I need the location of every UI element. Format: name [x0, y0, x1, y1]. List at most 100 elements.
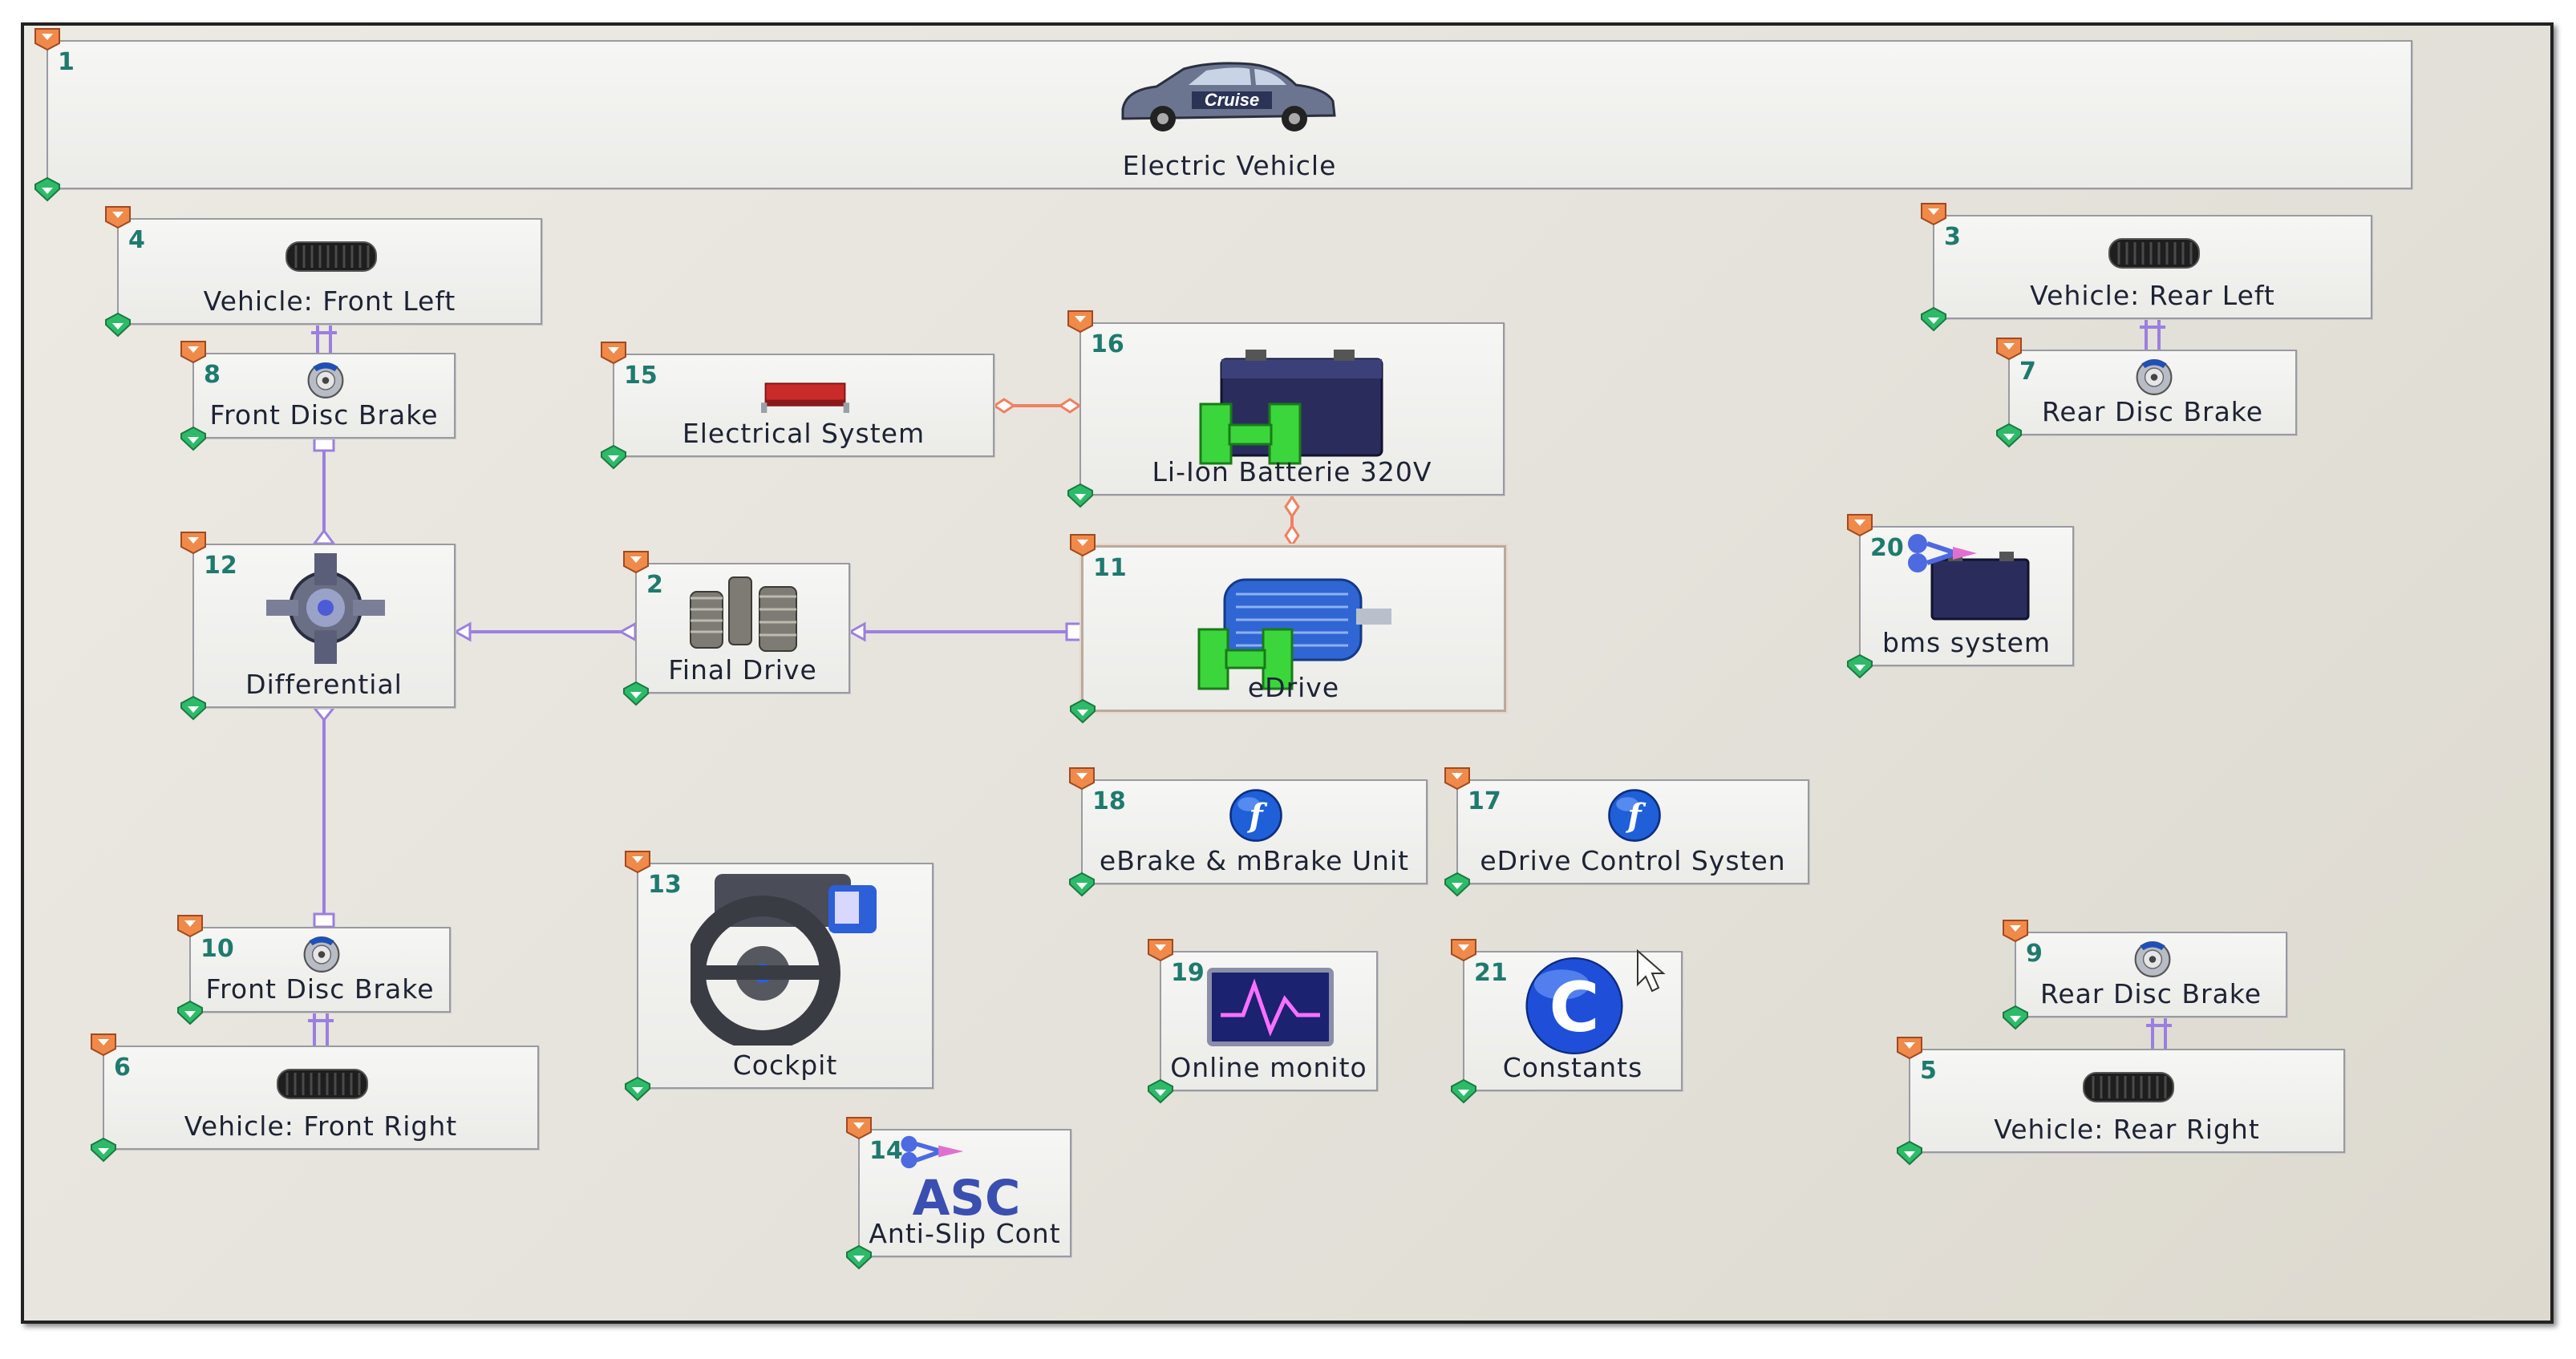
block-number: 1 — [58, 48, 75, 76]
output-port-icon[interactable] — [1846, 653, 1873, 679]
connection-port[interactable] — [847, 621, 866, 642]
asc-icon: ASC — [886, 1134, 1047, 1227]
output-port-icon[interactable] — [1444, 872, 1471, 897]
block-constants[interactable]: 21 C Constants — [1451, 939, 1683, 1104]
input-port-icon[interactable] — [1068, 766, 1096, 791]
input-port-icon[interactable] — [1067, 309, 1094, 334]
block-vehicle-front-right[interactable]: 6 Vehicle: Front Right — [91, 1033, 539, 1163]
connection-port[interactable] — [992, 398, 1016, 414]
input-port-icon[interactable] — [1846, 513, 1873, 537]
block-front-disc-brake[interactable]: 8 Front Disc Brake — [180, 341, 456, 451]
block-edrive-control-systen[interactable]: 17 f eDrive Control Systen — [1444, 767, 1809, 897]
input-port-icon[interactable] — [1069, 533, 1096, 557]
block-number: 6 — [114, 1054, 131, 1082]
block-number: 2 — [646, 571, 663, 599]
input-port-icon[interactable] — [2002, 919, 2029, 943]
block-label: Vehicle: Front Left — [203, 285, 456, 317]
block-electrical-system[interactable]: 15 Electrical System — [601, 342, 994, 470]
connection-port[interactable] — [311, 706, 337, 722]
tire-icon — [283, 237, 379, 276]
gears-icon — [684, 572, 804, 656]
input-port-icon[interactable] — [90, 1033, 117, 1057]
block-label: Electrical System — [682, 418, 925, 449]
input-port-icon[interactable] — [1896, 1036, 1923, 1060]
output-port-icon[interactable] — [600, 444, 627, 470]
input-port-icon[interactable] — [1995, 337, 2023, 361]
input-port-icon[interactable] — [622, 550, 650, 574]
block-rear-disc-brake[interactable]: 7 Rear Disc Brake — [1996, 338, 2297, 448]
tire-icon — [274, 1065, 371, 1103]
output-port-icon[interactable] — [176, 1000, 204, 1025]
battery-icon — [1197, 348, 1390, 468]
block-front-disc-brake[interactable]: 10 Front Disc Brake — [177, 915, 451, 1025]
block-label: Final Drive — [668, 654, 817, 686]
input-port-icon[interactable] — [180, 531, 207, 555]
block-number: 13 — [648, 871, 682, 899]
block-anti-slip-cont[interactable]: 14 ASC Anti-Slip Cont — [846, 1117, 1071, 1270]
block-number: 14 — [869, 1137, 903, 1165]
block-ebrake-mbrake-unit[interactable]: 18 f eBrake & mBrake Unit — [1069, 767, 1428, 897]
block-rear-disc-brake[interactable]: 9 Rear Disc Brake — [2003, 920, 2287, 1030]
connection-port[interactable] — [1284, 495, 1300, 519]
input-port-icon[interactable] — [624, 850, 651, 874]
output-port-icon[interactable] — [90, 1137, 117, 1163]
input-port-icon[interactable] — [34, 27, 61, 51]
function-icon: f — [1228, 787, 1284, 843]
input-port-icon[interactable] — [180, 340, 207, 364]
output-port-icon[interactable] — [180, 695, 207, 721]
output-port-icon[interactable] — [1450, 1078, 1477, 1104]
block-vehicle-rear-left[interactable]: 3 Vehicle: Rear Left — [1921, 203, 2372, 332]
connection-port[interactable] — [312, 528, 336, 545]
block-label: Online monito — [1170, 1052, 1367, 1083]
block-label: Rear Disc Brake — [2039, 978, 2262, 1009]
block-label: Front Disc Brake — [205, 973, 435, 1005]
connection-port[interactable] — [1284, 524, 1300, 548]
connection-port[interactable] — [618, 621, 637, 642]
output-port-icon[interactable] — [1147, 1078, 1174, 1104]
output-port-icon[interactable] — [180, 426, 207, 451]
input-port-icon[interactable] — [845, 1116, 873, 1140]
input-port-icon[interactable] — [104, 205, 132, 229]
input-port-icon[interactable] — [600, 341, 627, 365]
input-port-icon[interactable] — [1450, 938, 1477, 962]
input-port-icon[interactable] — [1920, 202, 1947, 226]
input-port-icon[interactable] — [1444, 766, 1471, 791]
block-li-ion-batterie-320v[interactable]: 16 Li-Ion Batterie 320V — [1067, 310, 1505, 508]
output-port-icon[interactable] — [624, 1076, 651, 1102]
block-vehicle-rear-right[interactable]: 5 Vehicle: Rear Right — [1897, 1037, 2345, 1166]
block-cockpit[interactable]: 13 Cockpit — [625, 851, 934, 1102]
block-label: Vehicle: Rear Left — [2030, 280, 2275, 311]
input-port-icon[interactable] — [1147, 938, 1174, 962]
output-port-icon[interactable] — [1069, 698, 1096, 724]
block-number: 11 — [1093, 554, 1127, 582]
connection-port[interactable] — [1058, 398, 1082, 414]
block-bms-system[interactable]: 20 bms system — [1847, 514, 2074, 679]
block-edrive[interactable]: 11 eDrive — [1070, 534, 1506, 724]
block-differential[interactable]: 12 Differential — [180, 532, 456, 721]
output-port-icon[interactable] — [1896, 1140, 1923, 1166]
block-number: 10 — [200, 935, 234, 963]
output-port-icon[interactable] — [1995, 423, 2023, 448]
input-port-icon[interactable] — [176, 914, 204, 938]
output-port-icon[interactable] — [1067, 483, 1094, 508]
block-label: Vehicle: Front Right — [184, 1110, 458, 1142]
bms-battery-icon — [1900, 531, 2036, 624]
block-number: 17 — [1468, 787, 1501, 815]
connection-port[interactable] — [313, 912, 335, 928]
output-port-icon[interactable] — [622, 681, 650, 706]
block-electric-vehicle[interactable]: 1 Cruise Electric Vehicle — [34, 28, 2412, 202]
output-port-icon[interactable] — [1920, 306, 1947, 332]
connection-port[interactable] — [1065, 622, 1083, 641]
output-port-icon[interactable] — [2002, 1005, 2029, 1030]
connection-port[interactable] — [452, 621, 472, 642]
block-number: 18 — [1092, 787, 1126, 815]
output-port-icon[interactable] — [845, 1244, 873, 1270]
block-vehicle-front-left[interactable]: 4 Vehicle: Front Left — [105, 206, 542, 338]
output-port-icon[interactable] — [1068, 872, 1096, 897]
connection-port[interactable] — [313, 437, 335, 452]
output-port-icon[interactable] — [104, 312, 132, 338]
block-online-monito[interactable]: 19 Online monito — [1148, 939, 1378, 1104]
block-final-drive[interactable]: 2 Final Drive — [623, 551, 850, 706]
output-port-icon[interactable] — [34, 176, 61, 202]
